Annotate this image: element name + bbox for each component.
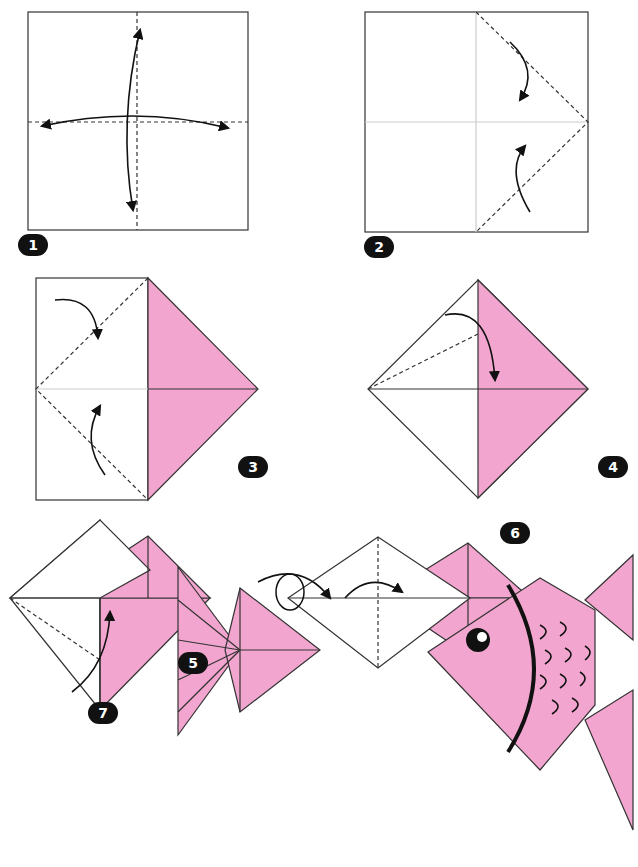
callout-number: 5 xyxy=(178,652,208,674)
callout-number: 7 xyxy=(88,702,118,724)
callout-number: 6 xyxy=(500,522,530,544)
callout-number: 3 xyxy=(238,456,268,478)
callout-number: 4 xyxy=(598,456,628,478)
callout-number: 2 xyxy=(364,236,394,258)
callout-number: 1 xyxy=(18,234,48,256)
